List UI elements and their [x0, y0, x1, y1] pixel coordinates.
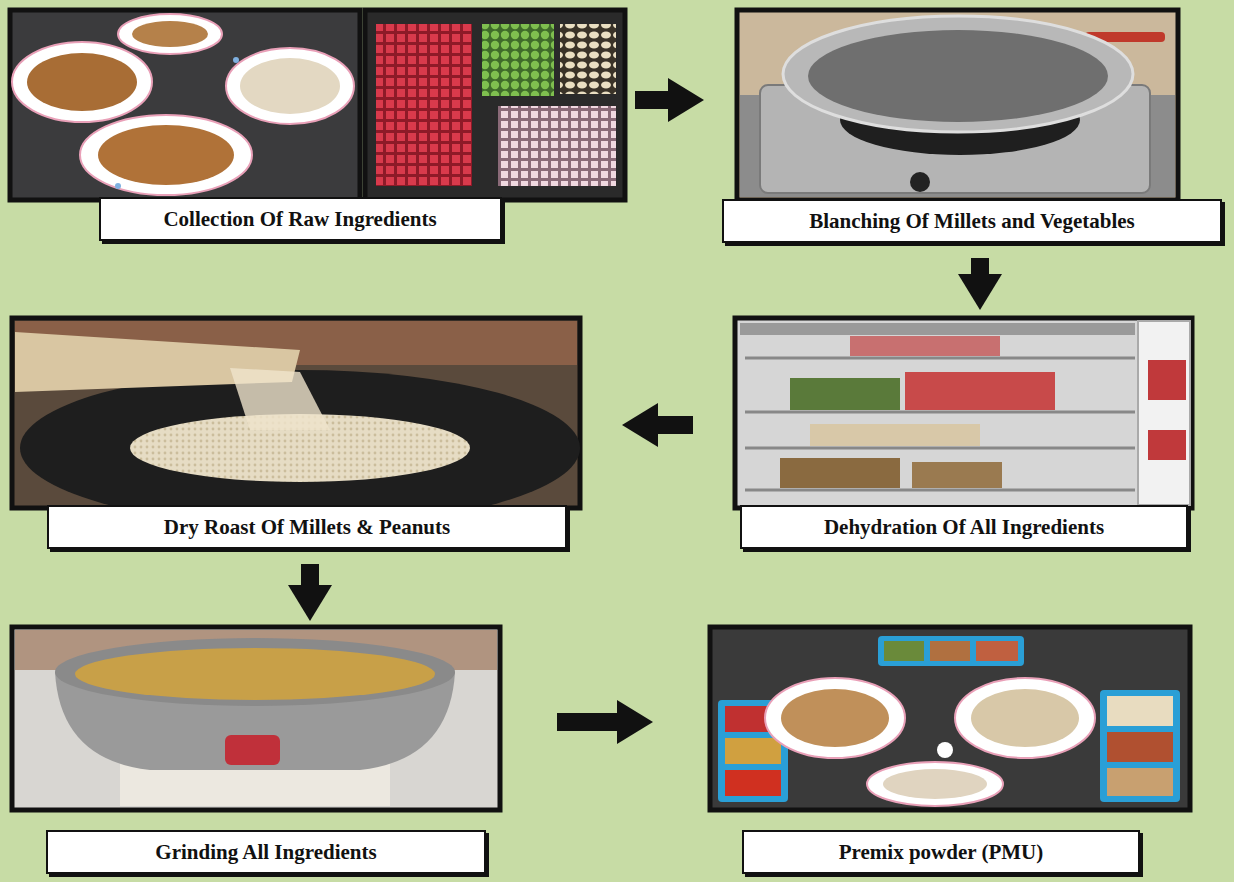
premix-powder	[971, 689, 1079, 747]
photo-frame	[10, 10, 360, 200]
plate-flower	[233, 57, 239, 63]
plate	[765, 678, 905, 758]
photo-frame	[12, 627, 500, 810]
photo-frame	[365, 10, 625, 200]
jar-rim	[55, 638, 455, 706]
tray	[780, 458, 900, 488]
step-label-box: Dry Roast Of Millets & Peanuts	[47, 505, 567, 549]
step-label: Dry Roast Of Millets & Peanuts	[164, 514, 450, 540]
door	[1138, 321, 1190, 505]
premix-powder	[883, 769, 987, 799]
pan	[783, 16, 1133, 132]
tray	[810, 424, 980, 446]
tray-powder	[884, 641, 924, 661]
millet-heap	[132, 21, 208, 47]
blue-tray	[878, 636, 1024, 666]
flow-arrow	[557, 713, 623, 731]
step-label-box: Grinding All Ingredients	[46, 830, 486, 874]
pan-inside	[808, 30, 1108, 122]
flow-arrow	[652, 416, 693, 434]
photo-frame	[735, 318, 1192, 508]
shelf	[745, 357, 1135, 360]
onion-heap	[498, 106, 616, 186]
step-label-box: Collection Of Raw Ingredients	[99, 197, 502, 241]
step-label-box: Dehydration Of All Ingredients	[740, 505, 1188, 549]
shelf	[745, 411, 1135, 414]
plate	[955, 678, 1095, 758]
process-step: Collection Of Raw Ingredients	[10, 8, 627, 252]
photo-frame	[710, 627, 1190, 810]
shelf	[745, 489, 1135, 492]
tray-powder	[725, 770, 781, 796]
tray	[850, 336, 1000, 356]
millet-heap	[240, 58, 340, 114]
cabinet-top	[740, 323, 1135, 335]
process-step: Grinding All Ingredients	[10, 625, 502, 880]
tray-powder	[976, 641, 1018, 661]
ground-powder	[75, 648, 435, 700]
pouring-stream	[230, 368, 330, 430]
plate-flower	[115, 183, 121, 189]
peas-heap	[482, 24, 554, 96]
step-label: Grinding All Ingredients	[155, 839, 376, 865]
plate	[12, 42, 152, 122]
process-step: Premix powder (PMU)	[708, 625, 1192, 880]
tray	[1148, 430, 1186, 460]
flow-arrow	[301, 564, 319, 591]
step-label-box: Premix powder (PMU)	[742, 830, 1140, 874]
millet-heap	[27, 53, 137, 111]
tray-powder	[725, 738, 781, 764]
step-label: Blanching Of Millets and Vegetables	[809, 208, 1135, 234]
tray-powder	[930, 641, 970, 661]
process-step: Dehydration Of All Ingredients	[733, 316, 1195, 560]
jar-handle	[225, 735, 280, 765]
pepper-heap	[376, 24, 472, 186]
step-label: Collection Of Raw Ingredients	[163, 206, 436, 232]
stove-knob	[910, 172, 930, 192]
shelf	[745, 447, 1135, 450]
plate	[226, 48, 354, 124]
plate	[80, 115, 252, 195]
tray	[912, 462, 1002, 488]
step-label-box: Blanching Of Millets and Vegetables	[722, 199, 1222, 243]
tray	[905, 372, 1055, 410]
flow-arrow	[635, 91, 674, 109]
cashew-heap	[560, 24, 616, 94]
step-label: Dehydration Of All Ingredients	[824, 514, 1104, 540]
small-bowl	[937, 742, 953, 758]
process-step: Blanching Of Millets and Vegetables	[712, 8, 1232, 252]
photo-frame	[737, 10, 1178, 200]
step-label: Premix powder (PMU)	[839, 839, 1044, 865]
tray-powder	[1107, 696, 1173, 726]
plate	[867, 762, 1003, 806]
flow-arrow	[971, 258, 989, 280]
millet-heap	[98, 125, 234, 185]
blue-tray	[1100, 690, 1180, 802]
tray-powder	[1107, 732, 1173, 762]
tray	[790, 378, 900, 410]
process-step: Dry Roast Of Millets & Peanuts	[10, 316, 582, 560]
tray	[1148, 360, 1186, 400]
plate	[118, 14, 222, 54]
tray-powder	[1107, 768, 1173, 796]
premix-powder	[781, 689, 889, 747]
